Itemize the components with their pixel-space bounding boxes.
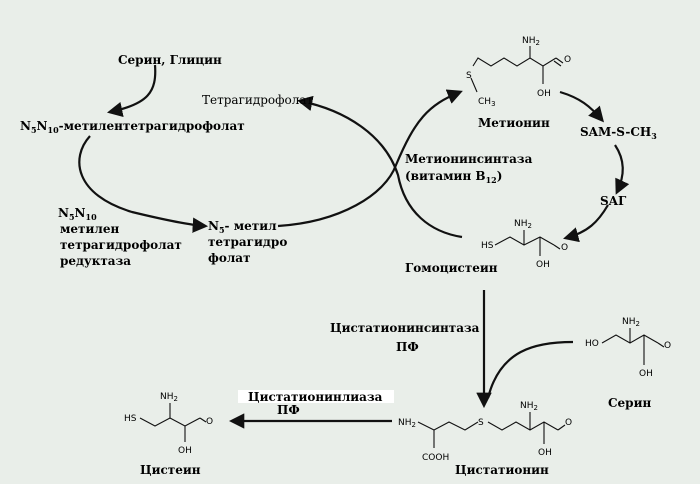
cystathionine-skeleton	[417, 421, 479, 431]
methionine-s-atom: S	[466, 71, 472, 81]
cysteine-oh: OH	[178, 446, 192, 456]
cystathionine-carbonyl-double	[557, 424, 566, 431]
arrow-sag-to-homocysteine	[563, 204, 609, 243]
tetrahydrofolate-label: Тетрагидрофолат	[202, 93, 314, 107]
pf-cofactor-label-1: ПФ	[396, 340, 419, 354]
n5-methyl-thf-line1: N5- метил	[208, 219, 277, 235]
n5-methyl-thf-line3: фолат	[208, 251, 251, 265]
methionine-s-ch3-bond	[470, 77, 478, 93]
methionine-label: Метионин	[478, 116, 550, 130]
serine-oh: OH	[639, 369, 653, 379]
cystathionine-o: O	[565, 418, 572, 428]
homocysteine-nh2: NH2	[514, 219, 532, 230]
serine-glycine-label: Серин, Глицин	[118, 53, 222, 67]
methionine-structure: S CH3 NH2 O OH	[466, 36, 571, 108]
methionine-oh: OH	[537, 89, 551, 99]
methionine-carbonyl-double	[555, 57, 564, 64]
homocysteine-o: O	[561, 243, 568, 253]
arrow-serine-glycine-to-mthf	[106, 64, 157, 117]
cystathionine-nh2-right: NH2	[520, 401, 538, 412]
sam-label: SAM-S-CH3	[580, 125, 657, 141]
reductase-label-line4: редуктаза	[60, 254, 131, 268]
methionine-ch3: CH3	[478, 97, 496, 108]
methionine-skeleton	[472, 57, 557, 67]
serine-nh2: NH2	[622, 317, 640, 328]
sag-label: SAГ	[600, 194, 627, 208]
reductase-label-line1: N5N10	[58, 206, 97, 222]
n5-methyl-thf-line2: тетрагидро	[208, 235, 287, 249]
cystathionine-cooh: COOH	[422, 453, 449, 463]
cysteine-skeleton	[139, 417, 201, 427]
methionine-o: O	[564, 55, 571, 65]
cysteine-o: O	[206, 417, 213, 427]
arrow-mthf-to-n5-methyl	[78, 135, 209, 233]
cysteine-hs: HS	[124, 414, 137, 424]
methionine-synthase-label: Метионинсинтаза	[405, 152, 533, 166]
cystathionine-skeleton-right	[487, 421, 559, 431]
arrow-sam-to-sag	[614, 144, 630, 195]
serine-o: O	[664, 341, 671, 351]
homocysteine-carbonyl-double	[553, 244, 561, 250]
cystathionine-lyase-label: Цистатионинлиаза	[248, 390, 383, 404]
cystathionine-label: Цистатионин	[455, 463, 549, 477]
methylene-thf-label: N5N10-метилентетрагидрофолат	[20, 119, 245, 135]
cystathionine-synthase-label: Цистатионинсинтаза	[330, 321, 480, 335]
homocysteine-structure: HS NH2 O OH	[481, 219, 568, 270]
arrow-methionine-to-sam	[559, 90, 605, 123]
serine-ho: HO	[585, 339, 599, 349]
serine-label: Серин	[608, 396, 651, 410]
cystathionine-oh: OH	[538, 448, 552, 458]
serine-structure: HO NH2 O OH	[585, 317, 671, 379]
homocysteine-oh: OH	[536, 260, 550, 270]
vitamin-b12-label: (витамин В12)	[405, 169, 502, 185]
serine-carbonyl-double	[657, 342, 665, 348]
cysteine-nh2: NH2	[160, 392, 178, 403]
arrow-methyl-transfer-loop	[277, 89, 463, 228]
cysteine-carbonyl-double	[199, 417, 207, 423]
homocysteine-hs: HS	[481, 241, 494, 251]
arrow-serine-to-cystathionine	[486, 340, 574, 399]
methionine-carbonyl-double-2	[553, 60, 562, 67]
lyase-label-background	[238, 390, 394, 403]
cysteine-structure: HS NH2 O OH	[124, 392, 213, 456]
reductase-label-line3: тетрагидрофолат	[60, 238, 182, 252]
cysteine-label: Цистеин	[140, 463, 201, 477]
cystathionine-s-atom: S	[478, 418, 484, 428]
homocysteine-label: Гомоцистеин	[405, 261, 498, 275]
methionine-nh2: NH2	[522, 36, 540, 47]
cystathionine-structure: NH2 S COOH NH2 O OH	[398, 401, 572, 463]
pf-cofactor-label-2: ПФ	[277, 403, 300, 417]
cystathionine-nh2-left: NH2	[398, 418, 416, 429]
arrow-homocysteine-to-thf-loop	[296, 95, 463, 239]
flow-arrows	[78, 64, 630, 429]
reductase-label-line2: метилен	[60, 222, 119, 236]
